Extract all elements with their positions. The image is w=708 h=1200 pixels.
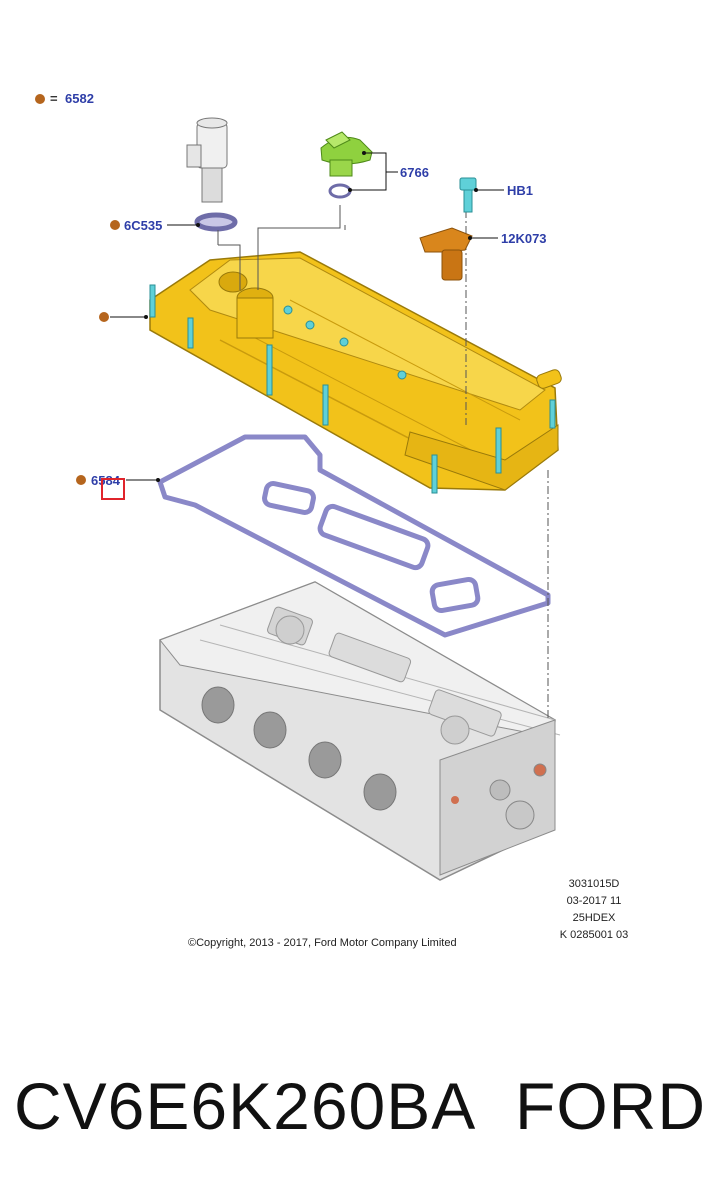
callout-gasket[interactable]: 6584 [91, 473, 120, 488]
meta-line: 3031015D [568, 878, 620, 890]
callout-oil-cap[interactable]: 6766 [400, 165, 429, 180]
camshaft-position-sensor [419, 227, 473, 281]
copyright-notice: ©Copyright, 2013 - 2017, Ford Motor Comp… [188, 937, 457, 949]
legend-ref: 6582 [65, 91, 94, 106]
cap-seal [328, 183, 352, 199]
drawing-meta: 3031015D 03-2017 11 25HDEX K 0285001 03 [549, 876, 639, 944]
callout-dot-icon [99, 312, 109, 322]
sensor-bolt [459, 177, 477, 213]
callout-dot-icon [76, 475, 86, 485]
meta-line: 03-2017 11 [566, 895, 622, 907]
meta-line: 25HDEX [572, 912, 616, 924]
brand-name: FORD [515, 1069, 706, 1143]
cylinder-head [159, 581, 561, 881]
highlight-box [101, 478, 125, 500]
callout-sensor[interactable]: 12K073 [501, 231, 547, 246]
callout-leaders [110, 152, 504, 481]
oil-control-solenoid [186, 117, 228, 203]
callout-bolt[interactable]: HB1 [507, 183, 534, 198]
oil-filler-cap [320, 131, 373, 177]
meta-line: K 0285001 03 [559, 929, 629, 941]
valve-cover [149, 251, 562, 494]
legend-equals: = [50, 91, 58, 106]
callout-solenoid-seal[interactable]: 6C535 [124, 218, 163, 233]
solenoid-seal [194, 212, 238, 232]
part-number: CV6E6K260BA [14, 1069, 477, 1143]
callout-dot-icon [110, 220, 120, 230]
legend-dot-icon [35, 94, 45, 104]
